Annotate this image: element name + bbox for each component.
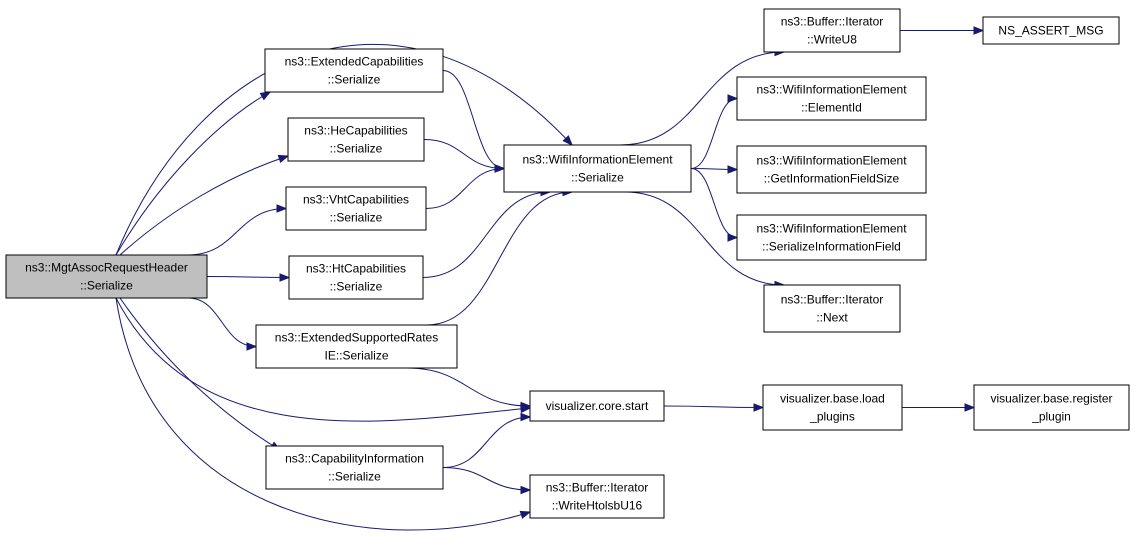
- nodes-layer: ns3::MgtAssocRequestHeader::Serializens3…: [5, 8, 1130, 519]
- edge-root-to-htcap: [206, 273, 291, 282]
- node-writehtol[interactable]: ns3::Buffer::Iterator::WriteHtolsbU16: [529, 474, 665, 519]
- node-box[interactable]: [736, 76, 927, 121]
- edge-root-to-writehtol: [115, 297, 532, 531]
- edge-writeu8-to-assertmsg: [900, 26, 985, 35]
- node-label-line: ::Serialize: [328, 73, 381, 87]
- node-box[interactable]: [763, 284, 901, 333]
- node-label-line: ::WriteHtolsbU16: [552, 499, 643, 513]
- node-label-line: ns3::ExtendedCapabilities: [285, 55, 424, 69]
- edge-extrates-to-vcore: [406, 367, 532, 411]
- node-vcore[interactable]: visualizer.core.start: [529, 390, 665, 422]
- node-box[interactable]: [285, 186, 427, 231]
- node-htcap[interactable]: ns3::HtCapabilities::Serialize: [288, 255, 424, 300]
- node-label-line: ::GetInformationFieldSize: [764, 172, 900, 186]
- node-label-line: ns3::VhtCapabilities: [303, 193, 409, 207]
- node-label-line: _plugins: [809, 410, 855, 424]
- node-writeu8[interactable]: ns3::Buffer::Iterator::WriteU8: [763, 8, 901, 53]
- node-hecap[interactable]: ns3::HeCapabilities::Serialize: [287, 117, 425, 162]
- node-label-line: ns3::Buffer::Iterator: [546, 481, 649, 495]
- node-box[interactable]: [5, 254, 208, 299]
- node-box[interactable]: [287, 117, 425, 162]
- edge-capinfo-to-writehtol: [442, 467, 532, 495]
- node-label-line: ns3::WifiInformationElement: [756, 83, 907, 97]
- node-serfield[interactable]: ns3::WifiInformationElement::SerializeIn…: [736, 214, 927, 261]
- node-box[interactable]: [973, 384, 1130, 431]
- node-label-line: ns3::MgtAssocRequestHeader: [25, 261, 188, 275]
- node-label-line: _plugin: [1031, 410, 1071, 424]
- node-box[interactable]: [982, 16, 1120, 45]
- node-label-line: ::Serialize: [328, 470, 381, 484]
- node-capinfo[interactable]: ns3::CapabilityInformation::Serialize: [265, 445, 444, 490]
- edge-root-to-capinfo: [119, 297, 282, 451]
- edge-wie-to-elemid: [690, 94, 739, 169]
- edge-wie-to-serfield: [690, 168, 739, 242]
- node-label-line: ns3::HeCapabilities: [304, 124, 407, 138]
- node-box[interactable]: [736, 145, 927, 194]
- node-label-line: ::Serialize: [330, 211, 383, 225]
- node-label-line: ns3::ExtendedSupportedRates: [275, 331, 438, 345]
- node-label-line: ns3::WifiInformationElement: [522, 153, 673, 167]
- node-wie[interactable]: ns3::WifiInformationElement::Serialize: [503, 144, 692, 193]
- node-label-line: ::WriteU8: [807, 33, 857, 47]
- edge-vhtcap-to-wie: [425, 164, 506, 209]
- node-elemid[interactable]: ns3::WifiInformationElement::ElementId: [736, 76, 927, 121]
- node-root[interactable]: ns3::MgtAssocRequestHeader::Serialize: [5, 254, 208, 299]
- edge-root-to-hecap: [119, 154, 290, 256]
- edge-extrates-to-wie: [426, 187, 574, 326]
- node-label-line: ::Serialize: [330, 142, 383, 156]
- node-label-line: ::Serialize: [80, 279, 133, 293]
- edge-root-to-extrates: [187, 297, 258, 351]
- node-label-line: ::SerializeInformationField: [762, 240, 901, 254]
- node-label-line: ::Serialize: [571, 171, 624, 185]
- node-label-line: visualizer.base.load: [780, 392, 885, 406]
- edge-capinfo-to-vcore: [442, 412, 532, 468]
- node-label-line: visualizer.core.start: [546, 399, 649, 413]
- node-label-line: IE::Serialize: [324, 349, 388, 363]
- node-label-line: ns3::Buffer::Iterator: [781, 293, 884, 307]
- node-box[interactable]: [529, 474, 665, 519]
- node-assertmsg[interactable]: NS_ASSERT_MSG: [982, 16, 1120, 45]
- node-label-line: ::Serialize: [330, 280, 383, 294]
- edge-hecap-to-wie: [423, 139, 506, 173]
- node-box[interactable]: [288, 255, 424, 300]
- edge-extcap-to-wie: [442, 70, 506, 173]
- node-label-line: ns3::CapabilityInformation: [285, 452, 424, 466]
- node-label-line: ::ElementId: [801, 101, 862, 115]
- node-box[interactable]: [736, 214, 927, 261]
- node-vhtcap[interactable]: ns3::VhtCapabilities::Serialize: [285, 186, 427, 231]
- node-label-line: ns3::WifiInformationElement: [756, 222, 907, 236]
- node-label-line: ns3::Buffer::Iterator: [781, 15, 884, 29]
- node-loadplugins[interactable]: visualizer.base.load _plugins: [762, 384, 903, 431]
- node-label-line: visualizer.base.register: [990, 392, 1112, 406]
- node-regplugin[interactable]: visualizer.base.register _plugin: [973, 384, 1130, 431]
- node-label-line: NS_ASSERT_MSG: [998, 24, 1103, 38]
- node-box[interactable]: [264, 48, 444, 93]
- node-getsize[interactable]: ns3::WifiInformationElement::GetInformat…: [736, 145, 927, 194]
- node-box[interactable]: [763, 8, 901, 53]
- node-next[interactable]: ns3::Buffer::Iterator::Next: [763, 284, 901, 333]
- node-box[interactable]: [529, 390, 665, 422]
- node-label-line: ns3::WifiInformationElement: [756, 154, 907, 168]
- edge-loadplugins-to-regplugin: [902, 403, 976, 412]
- node-extcap[interactable]: ns3::ExtendedCapabilities::Serialize: [264, 48, 444, 93]
- edge-root-to-vhtcap: [187, 204, 288, 256]
- edges-layer: [115, 26, 985, 531]
- node-box[interactable]: [255, 324, 458, 369]
- node-box[interactable]: [503, 144, 692, 193]
- edge-root-to-extcap: [115, 91, 272, 256]
- node-box[interactable]: [265, 445, 444, 490]
- edge-wie-to-getsize: [690, 165, 739, 174]
- node-label-line: ns3::HtCapabilities: [306, 262, 406, 276]
- node-box[interactable]: [762, 384, 903, 431]
- edge-vcore-to-loadplugins: [663, 403, 765, 412]
- edge-htcap-to-wie: [422, 187, 552, 278]
- node-label-line: ::Next: [816, 311, 848, 325]
